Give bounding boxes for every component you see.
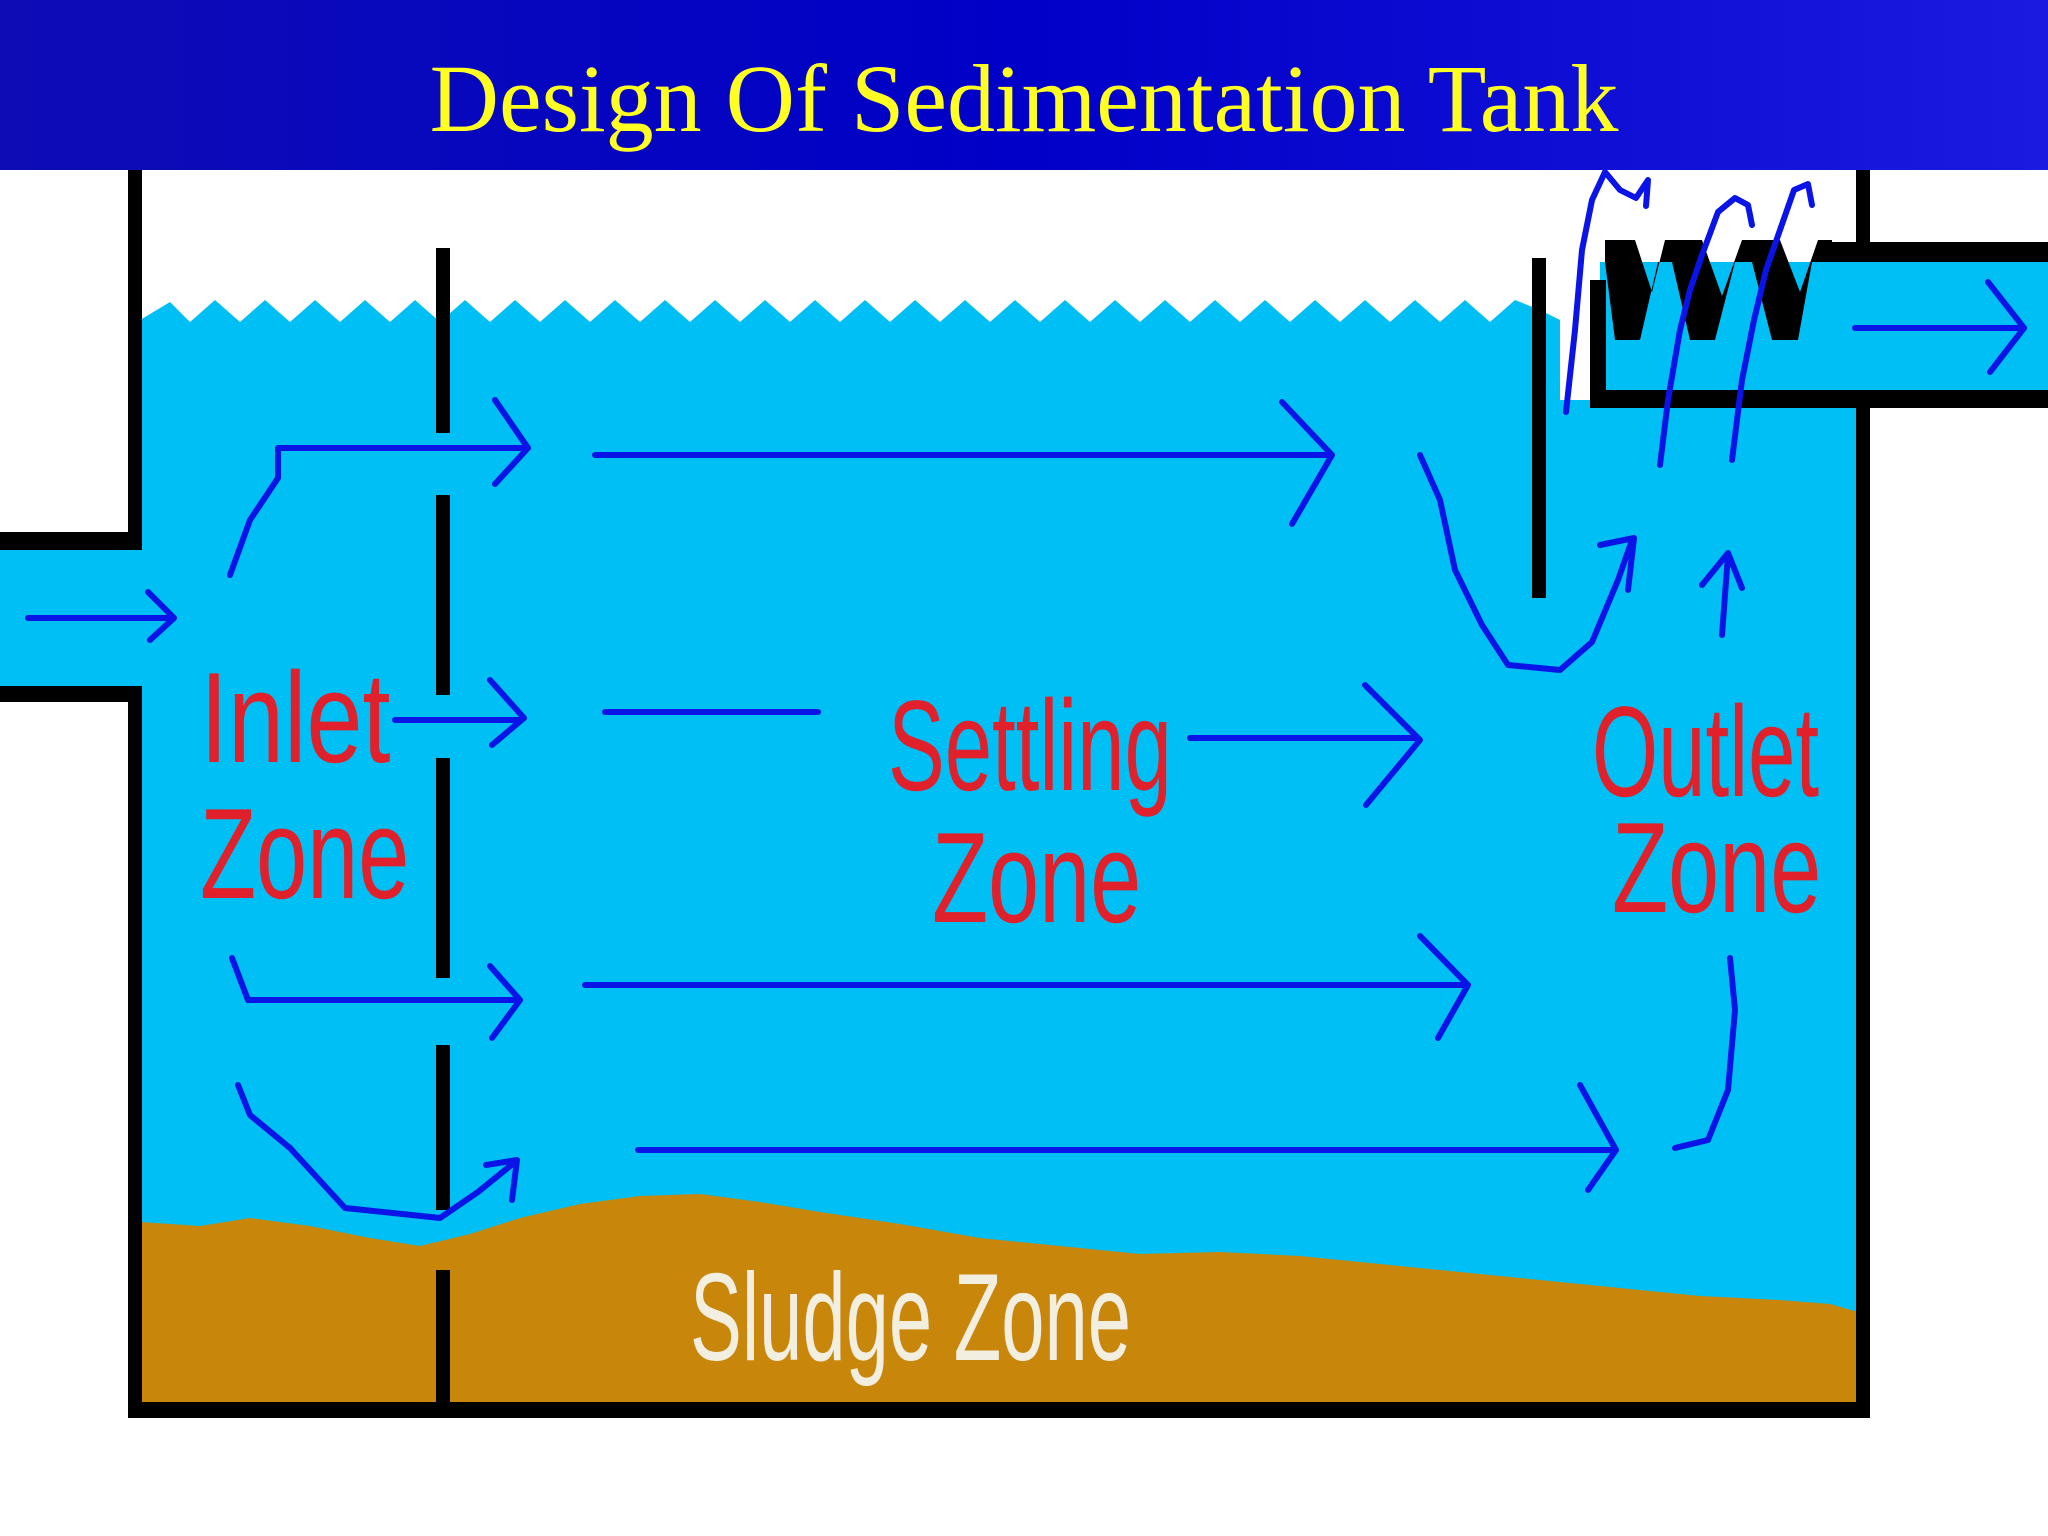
sludge-layer (140, 1194, 1858, 1405)
flow-arrows (25, 169, 2027, 1221)
arrow-weir-overflow-1 (1563, 169, 1651, 415)
zone-labels: Inlet Zone Settling Zone Outlet Zone Slu… (200, 645, 1821, 1386)
baffle-segment (436, 248, 450, 433)
baffle-segment (436, 758, 450, 978)
label-outlet-line1: Outlet (1592, 680, 1819, 824)
outlet-channel-top (1830, 242, 2048, 262)
right-wall-upper (1856, 170, 1870, 258)
title-bar: Design Of Sedimentation Tank (0, 0, 2048, 170)
baffle-segment (436, 1270, 450, 1405)
arrow-settling-2b (1187, 682, 1423, 808)
arrow-weir-overflow-3 (1729, 181, 1815, 463)
arrow-outlet-under-baffle (1417, 452, 1637, 673)
label-sludge-zone: Sludge Zone (690, 1247, 1131, 1386)
water-body (140, 300, 1858, 1405)
arrow-settling-4 (635, 1082, 1619, 1193)
arrow-inlet-lower (229, 955, 523, 1041)
inlet-baffle (436, 248, 450, 1405)
outlet-channel-bottom (1590, 390, 2048, 408)
arrow-outlet-channel (1852, 279, 2027, 375)
inlet-pipe-bottom (0, 686, 142, 702)
arrow-inlet-bottom (235, 1082, 520, 1221)
baffle-segment (436, 495, 450, 695)
arrow-weir-overflow-2 (1657, 195, 1755, 468)
outlet-channel-left (1590, 280, 1606, 400)
label-settling-line2: Zone (932, 806, 1141, 950)
left-wall-upper (128, 170, 142, 550)
arrow-inlet-pipe (25, 589, 177, 643)
arrow-outlet-up (1699, 550, 1745, 638)
label-inlet-line1: Inlet (200, 645, 391, 790)
right-wall-lower (1856, 395, 1870, 1418)
tank-walls (0, 170, 2048, 1418)
label-inlet-line2: Zone (200, 782, 409, 926)
inlet-pipe-top (0, 532, 142, 550)
slide-title: Design Of Sedimentation Tank (429, 45, 1619, 152)
baffle-segment (436, 1045, 450, 1210)
scum-baffle (1532, 258, 1546, 598)
label-settling-line1: Settling (888, 674, 1172, 818)
arrow-settling-3 (582, 933, 1471, 1041)
arrow-settling-1 (592, 399, 1335, 527)
label-outlet-line2: Zone (1612, 796, 1821, 940)
tank-floor (128, 1402, 1870, 1418)
arrow-inlet-mid (392, 677, 527, 748)
arrow-inlet-upper (227, 397, 531, 578)
v-notch-weir (1605, 240, 1832, 340)
arrow-outlet-bottom-curve (1672, 955, 1738, 1151)
left-wall-lower (128, 688, 142, 1418)
